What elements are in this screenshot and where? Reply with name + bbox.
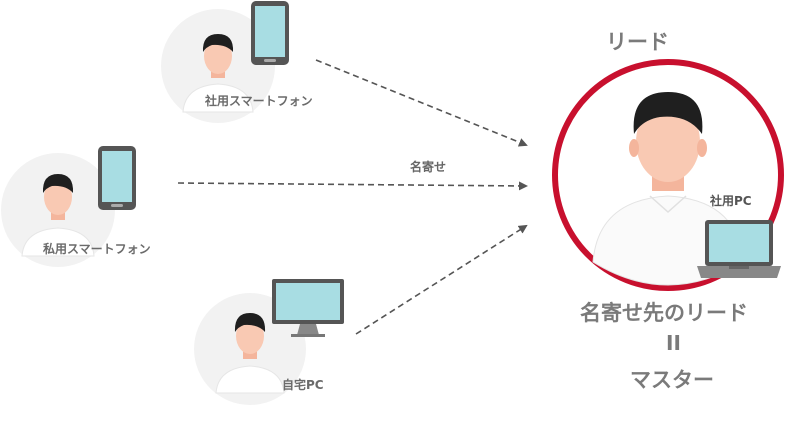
company-pc-label: 社用PC	[710, 194, 752, 208]
equals-sign: II	[666, 331, 681, 355]
arrow-from-private-smartphone	[177, 181, 528, 191]
laptop-icon	[697, 220, 781, 278]
lead-title: リード	[606, 30, 669, 54]
home-pc-label: 自宅PC	[282, 378, 324, 392]
arrow-from-company-smartphone	[315, 59, 528, 147]
home-pc-user	[194, 279, 344, 405]
merged-lead	[552, 59, 784, 291]
merge-arrows	[177, 59, 528, 335]
company-smartphone-label: 社用スマートフォン	[205, 94, 313, 108]
person-icon	[21, 174, 95, 257]
arrow-from-home-pc	[355, 224, 528, 335]
desktop-monitor-icon	[272, 279, 344, 337]
smartphone-icon	[251, 1, 289, 65]
person-icon	[182, 34, 254, 113]
merge-label: 名寄せ	[410, 160, 447, 174]
company-smartphone-user	[161, 1, 289, 123]
private-smartphone-user	[1, 146, 136, 267]
person-icon	[215, 313, 285, 394]
private-smartphone-label: 私用スマートフォン	[43, 242, 151, 256]
smartphone-icon	[98, 146, 136, 210]
master-label: マスター	[630, 368, 714, 392]
merged-lead-label: 名寄せ先のリード	[580, 301, 748, 325]
